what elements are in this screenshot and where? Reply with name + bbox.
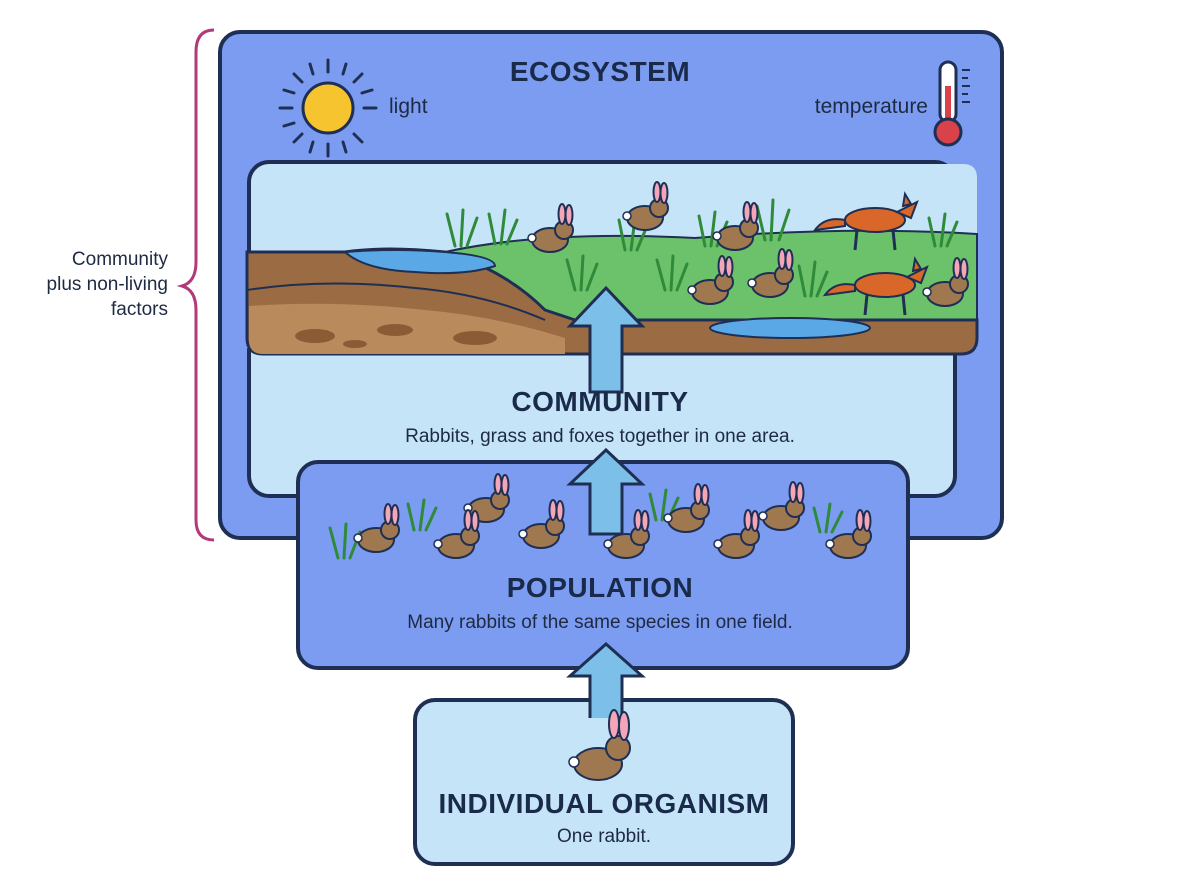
population-description: Many rabbits of the same species in one …: [407, 612, 793, 633]
arrow-to-population-top-icon: [566, 447, 646, 536]
side-note-line3: factors: [110, 299, 168, 320]
temperature-label: temperature: [814, 95, 928, 118]
sun-icon: [278, 58, 378, 158]
individual-description: One rabbit.: [557, 826, 651, 847]
side-note-line2: plus non-living: [46, 274, 168, 295]
arrow-to-community-icon: [566, 285, 646, 394]
thermometer-icon: [933, 60, 970, 147]
side-note: Community plus non-living factors: [10, 247, 168, 322]
ecosystem-title: ECOSYSTEM: [509, 56, 691, 87]
population-title: POPULATION: [506, 572, 694, 603]
community-description: Rabbits, grass and foxes together in one…: [405, 426, 795, 447]
single-rabbit-icon: [568, 709, 631, 781]
side-note-line1: Community: [71, 249, 168, 270]
individual-panel: [413, 698, 795, 866]
light-label: light: [389, 95, 428, 118]
community-title: COMMUNITY: [511, 386, 689, 417]
individual-title: INDIVIDUAL ORGANISM: [438, 788, 770, 819]
habitat-scene: [245, 164, 979, 356]
population-rabbits: [328, 473, 872, 560]
